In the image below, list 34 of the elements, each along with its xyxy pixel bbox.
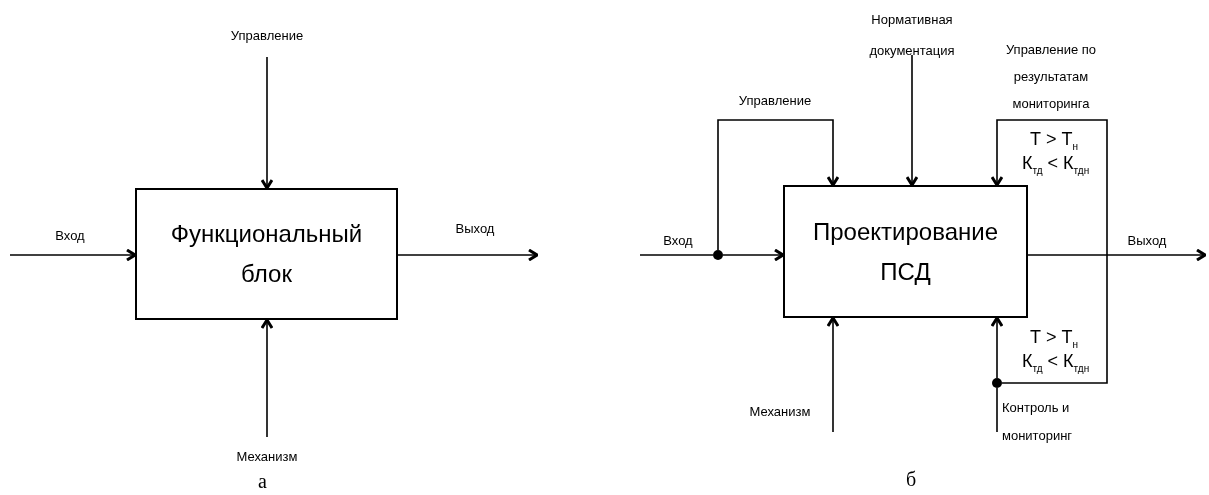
figure-label: б — [906, 468, 917, 490]
condition-formula: Т > Т$_{н}$ — [1030, 128, 1079, 154]
junction-dot — [713, 250, 723, 260]
arrow — [722, 248, 785, 262]
figure-label: а — [258, 470, 267, 492]
edge-label: Вход — [662, 232, 694, 250]
edge-label: Вход — [54, 227, 86, 245]
box-title: Проектирование ПСД — [812, 216, 999, 287]
arrow — [826, 316, 840, 433]
edge-label: Выход — [454, 220, 496, 238]
edge-label: Управление — [229, 27, 305, 45]
arrow — [260, 318, 274, 438]
edge-label: Контроль и мониторинг — [1002, 399, 1074, 445]
junction-dot — [992, 378, 1002, 388]
edge-label: Выход — [1126, 232, 1168, 250]
edge-label: Нормативная документация — [868, 11, 956, 60]
edge-label: Механизм — [748, 403, 812, 421]
edge-label: Управление — [737, 92, 813, 110]
condition-formula: К$_{тд}$ < К$_{тдн}$ — [1022, 350, 1090, 376]
function-box — [135, 188, 398, 320]
arrow — [717, 119, 840, 251]
arrow — [9, 248, 137, 262]
box-title: Функциональный блок — [169, 219, 364, 289]
edge-label: Механизм — [235, 448, 299, 466]
edge-label: Управление по результатам мониторинга — [1004, 41, 1098, 113]
arrow — [990, 119, 1108, 384]
arrow — [260, 56, 274, 190]
arrow — [905, 54, 919, 187]
function-box — [783, 185, 1028, 318]
condition-formula: К$_{тд}$ < К$_{тдн}$ — [1022, 152, 1090, 178]
arrow — [990, 316, 1004, 379]
condition-formula: Т > Т$_{н}$ — [1030, 326, 1079, 352]
arrow — [1027, 248, 1207, 262]
arrow — [397, 248, 539, 262]
